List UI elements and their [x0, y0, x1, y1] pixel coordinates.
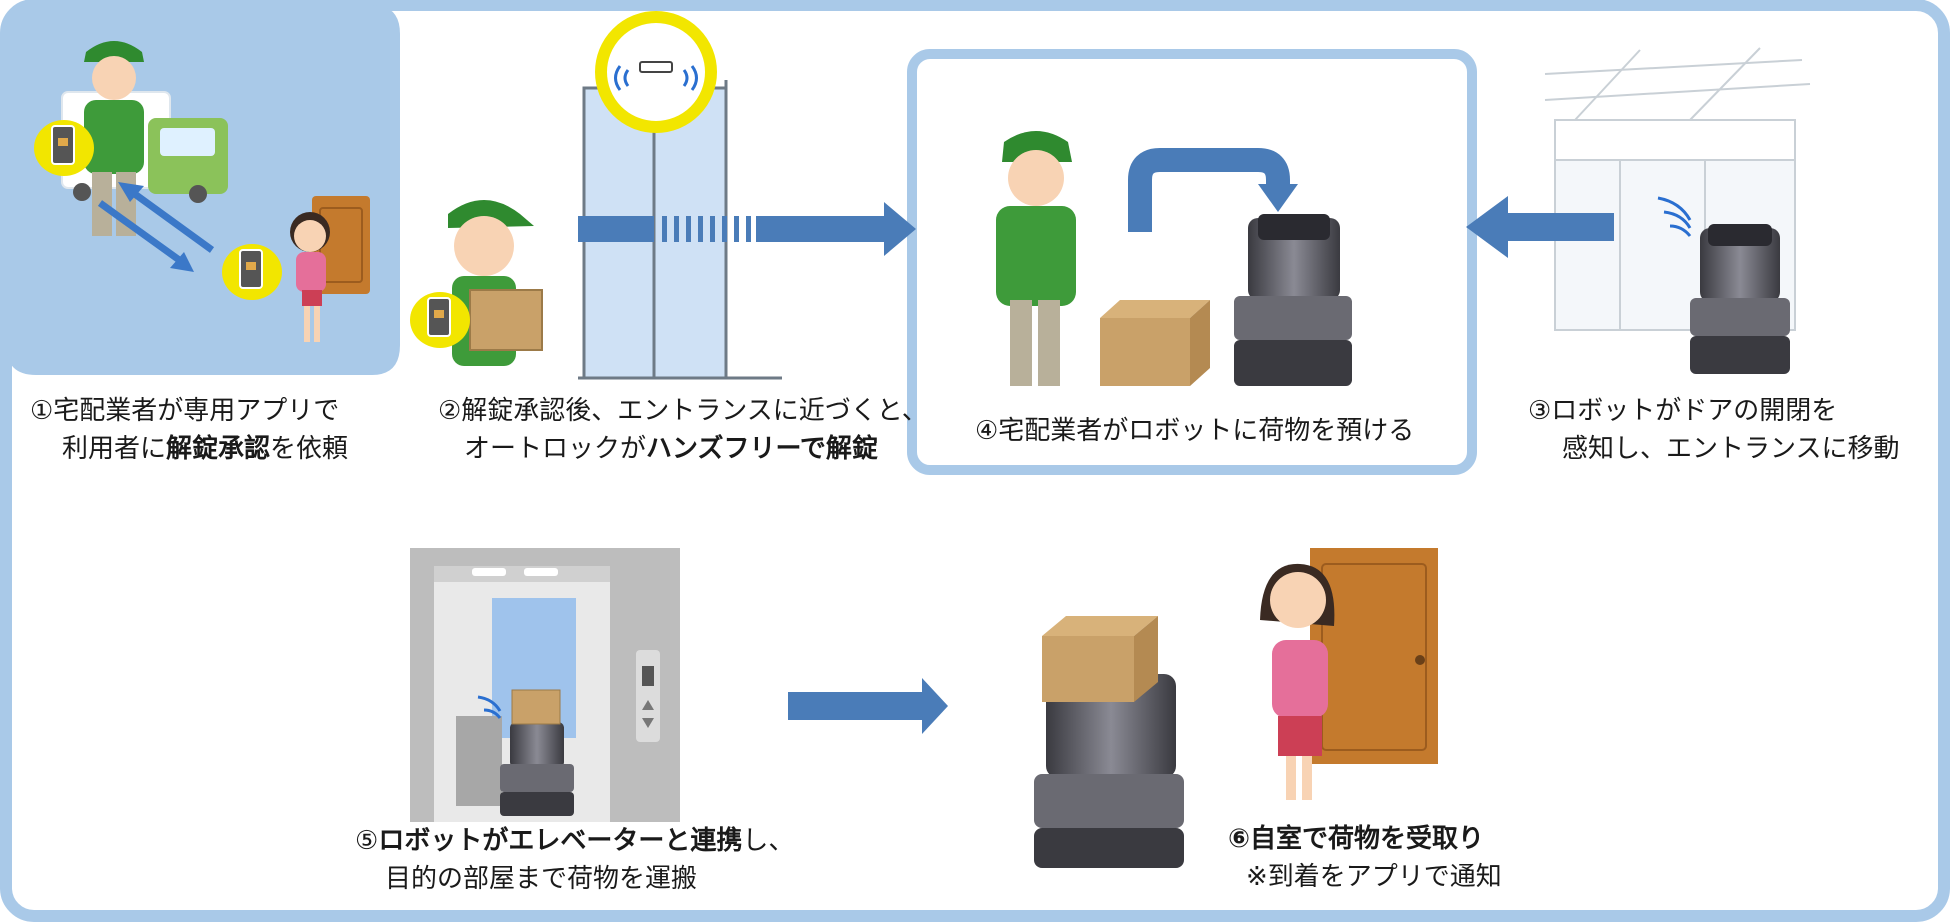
cardboard-box-icon: [469, 289, 543, 351]
step4-line1: ④宅配業者がロボットに荷物を預ける: [975, 416, 1415, 446]
step6-line2: ※到着をアプリで通知: [1246, 862, 1502, 892]
step6-line1-bold: ⑥自室で荷物を受取り: [1228, 824, 1485, 854]
wireless-signal-icon: [477, 695, 502, 719]
cardboard-box-icon: [1042, 616, 1158, 702]
delivery-worker-icon: [996, 131, 1076, 386]
arrow-right-icon: [788, 678, 948, 734]
step4-caption: ④宅配業者がロボットに荷物を預ける: [975, 412, 1414, 450]
step5-line2: 目的の部屋まで荷物を運搬: [385, 864, 698, 894]
step2-caption: ②解錠承認後、エントランスに近づくと、 オートロックがハンズフリーで解錠: [438, 392, 928, 468]
smartphone-lock-icon: [222, 244, 282, 300]
step5-number: ⑤: [355, 826, 379, 856]
step5-line1-bold: ロボットがエレベーターと連携: [378, 826, 743, 856]
arrow-right-icon: [578, 202, 916, 256]
entrance-door-icon: [578, 11, 782, 380]
step1-line2-bold: 解錠承認: [166, 434, 271, 464]
step2-line1: ②解錠承認後、エントランスに近づくと、: [438, 396, 928, 426]
door-icon: [1310, 548, 1438, 764]
step3-caption: ③ロボットがドアの開閉を 感知し、エントランスに移動: [1528, 392, 1899, 468]
cardboard-box-icon: [1100, 300, 1210, 386]
step5-caption: ⑤ロボットがエレベーターと連携し、 目的の部屋まで荷物を運搬: [355, 822, 794, 898]
delivery-robot-icon: [1034, 674, 1184, 868]
cardboard-box-icon: [511, 689, 561, 725]
woman-icon: [1260, 563, 1335, 800]
delivery-robot-icon: [1234, 214, 1352, 386]
step6-caption: ⑥自室で荷物を受取り ※到着をアプリで通知: [1228, 820, 1502, 896]
step4-highlight-box: [907, 49, 1477, 475]
step1-caption: ①宅配業者が専用アプリで 利用者に解錠承認を依頼: [30, 392, 348, 468]
curved-arrow-icon: [1128, 148, 1298, 232]
exchange-arrows: [97, 182, 215, 272]
woman-icon: [290, 196, 370, 342]
step1-line2-pre: 利用者に: [62, 434, 167, 464]
step1-line1: ①宅配業者が専用アプリで: [30, 396, 340, 426]
elevator-icon: [410, 548, 680, 822]
step3-line2: 感知し、エントランスに移動: [1562, 434, 1900, 464]
step5-line1-post: し、: [742, 826, 795, 856]
step1-line2-post: を依頼: [270, 434, 349, 464]
delivery-robot-icon: [500, 722, 574, 816]
step2-line2-bold: ハンズフリーで解錠: [646, 434, 878, 464]
step3-line1: ③ロボットがドアの開閉を: [1528, 396, 1838, 426]
smartphone-lock-icon: [34, 120, 94, 176]
arrow-left-icon: [1466, 196, 1614, 258]
smartphone-lock-icon: [410, 292, 470, 348]
wireless-signal-icon: [1657, 196, 1692, 237]
delivery-robot-icon: [1690, 224, 1790, 374]
step2-line2-pre: オートロックが: [464, 434, 647, 464]
